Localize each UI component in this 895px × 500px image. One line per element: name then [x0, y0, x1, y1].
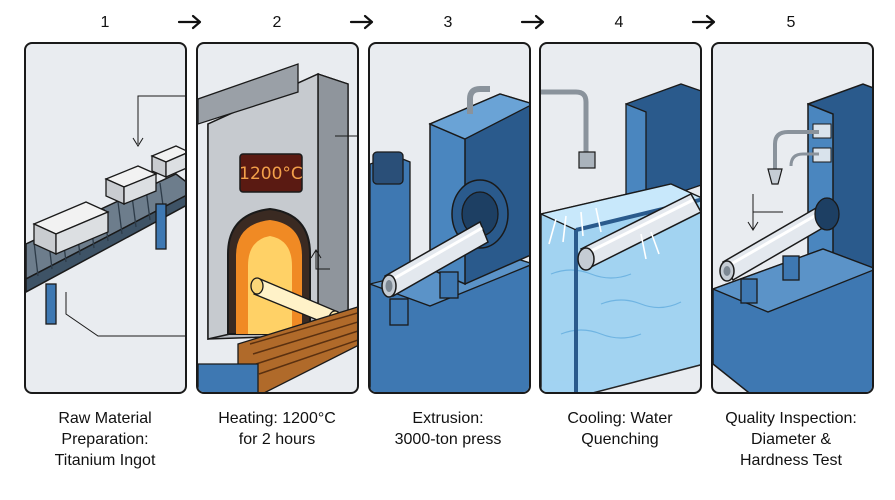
- conveyor-icon: [26, 95, 185, 337]
- caption-step-4: Cooling: Water Quenching: [530, 408, 710, 450]
- caption-line: Titanium Ingot: [54, 452, 156, 469]
- extrusion-press-icon: [370, 86, 529, 392]
- step-number-2: 2: [272, 14, 282, 31]
- caption-line: Hardness Test: [740, 452, 842, 469]
- caption-line: Raw Material: [58, 410, 152, 427]
- furnace-icon: 1200°C: [198, 63, 357, 392]
- water-tank-icon: [541, 83, 700, 392]
- caption-line: 3000-ton press: [394, 431, 502, 448]
- caption-line: Cooling: Water: [567, 410, 673, 427]
- caption-step-3: Extrusion: 3000-ton press: [358, 408, 538, 450]
- caption-line: Quality Inspection:: [725, 410, 857, 427]
- arrow-right-icon: [691, 14, 716, 30]
- panel-inspection: [711, 42, 874, 394]
- caption-line: for 2 hours: [238, 431, 316, 448]
- arrow-right-icon: [349, 14, 374, 30]
- arrow-right-icon: [520, 14, 545, 30]
- caption-step-2: Heating: 1200°C for 2 hours: [187, 408, 367, 450]
- inspection-machine-icon: [713, 83, 872, 392]
- step-number-5: 5: [786, 14, 796, 31]
- furnace-temperature-label: 1200°C: [239, 164, 303, 184]
- step-number-3: 3: [443, 14, 453, 31]
- step-number-1: 1: [100, 14, 110, 31]
- caption-line: Quenching: [581, 431, 659, 448]
- caption-step-5: Quality Inspection: Diameter & Hardness …: [701, 408, 881, 471]
- caption-line: Extrusion:: [412, 410, 484, 427]
- step-number-4: 4: [614, 14, 624, 31]
- caption-step-1: Raw Material Preparation: Titanium Ingot: [15, 408, 195, 471]
- panel-cooling: [539, 42, 702, 394]
- panel-heating: 1200°C: [196, 42, 359, 394]
- caption-line: Diameter &: [750, 431, 832, 448]
- arrow-right-icon: [177, 14, 202, 30]
- panel-raw-material: [24, 42, 187, 394]
- caption-line: Preparation:: [61, 431, 149, 448]
- caption-line: Heating: 1200°C: [218, 410, 336, 427]
- panel-extrusion: [368, 42, 531, 394]
